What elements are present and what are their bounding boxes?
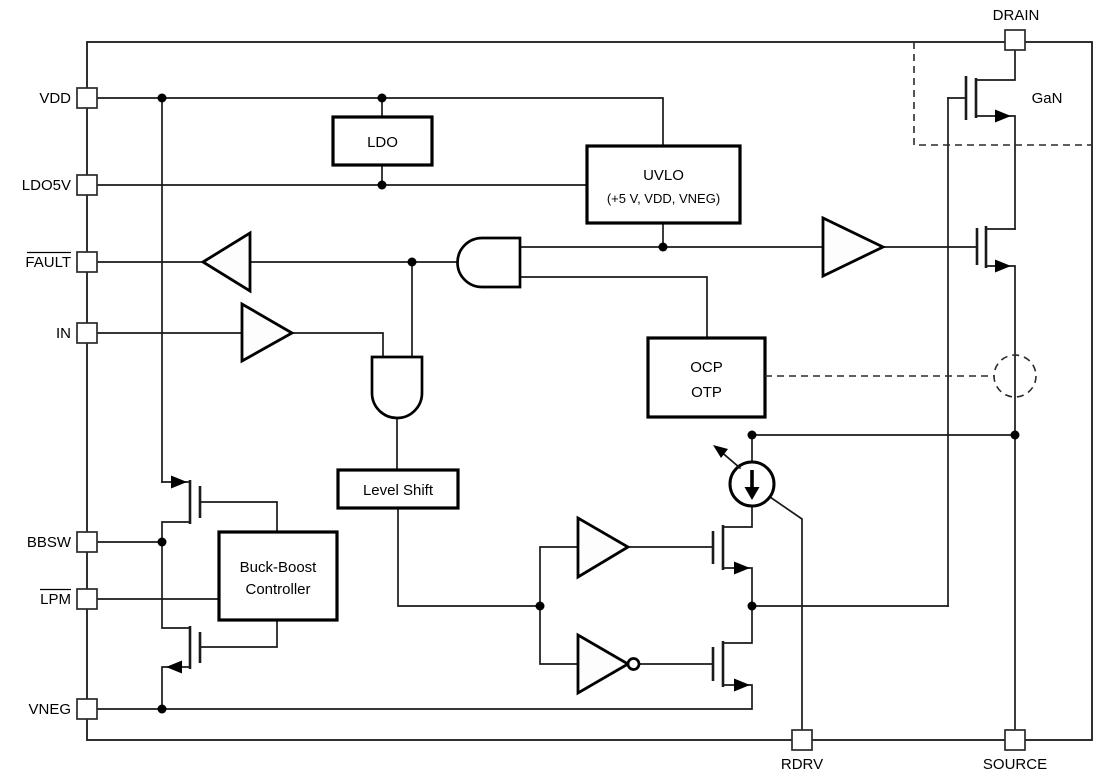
label-bbsw: BBSW xyxy=(27,534,72,551)
vdd-net xyxy=(96,97,664,147)
gate-drive-buffer xyxy=(821,215,887,279)
m6-drain-lead xyxy=(722,605,753,644)
pin-in xyxy=(76,322,98,344)
inverter-bubble xyxy=(626,657,641,671)
wires xyxy=(96,49,1016,731)
arrow-m4 xyxy=(995,259,1011,273)
buck-boost-label-2: Controller xyxy=(245,581,310,598)
source-rail xyxy=(985,265,1016,731)
buckboost-fet-top xyxy=(188,480,202,524)
mosfets xyxy=(188,76,988,687)
arrow-m2 xyxy=(166,660,182,674)
branch-down-wire xyxy=(539,605,579,665)
pin-drain xyxy=(1004,29,1026,51)
arrow-m1 xyxy=(171,475,187,489)
pin-vneg xyxy=(76,698,98,720)
pin-source xyxy=(1004,729,1026,751)
pulldown-inverter xyxy=(576,632,631,696)
gan-fet xyxy=(964,76,978,120)
label-vdd: VDD xyxy=(39,90,71,107)
block-labels: LDO UVLO (+5 V, VDD, VNEG) OCP OTP Level… xyxy=(240,90,1063,598)
gan-die-dashed-outline xyxy=(913,42,1092,146)
uvlo-title: UVLO xyxy=(643,167,684,184)
pin-vdd xyxy=(76,87,98,109)
vneg-net xyxy=(96,684,753,710)
m5-drain-lead xyxy=(722,505,753,528)
gan-source-lead xyxy=(975,115,1016,230)
buck-boost-block xyxy=(217,530,339,622)
branch-up-wire xyxy=(539,546,579,607)
label-fault: FAULT xyxy=(25,254,71,271)
chip-outline xyxy=(86,41,1093,741)
driver-fet-bottom xyxy=(711,641,725,687)
label-ldo5v: LDO5V xyxy=(22,177,71,194)
and-gate-input xyxy=(370,355,424,420)
buckboost-fet-bottom xyxy=(188,626,202,669)
m2-gate-lead xyxy=(199,619,278,648)
m2-bottom-lead xyxy=(161,666,191,710)
bbsw-rail xyxy=(161,541,191,629)
label-vneg: VNEG xyxy=(28,701,71,718)
mosfet-arrows xyxy=(166,109,1011,692)
pin-rdrv xyxy=(791,729,813,751)
current-source-arrow-head xyxy=(744,487,760,500)
gan-label: GaN xyxy=(1032,90,1063,107)
pullup-buffer xyxy=(576,515,631,580)
arrow-m5 xyxy=(734,561,750,575)
m5-source-lead xyxy=(722,567,753,607)
buck-boost-label-1: Buck-Boost xyxy=(240,559,318,576)
pin-labels: VDD LDO5V FAULT IN BBSW LPM VNEG DRAIN R… xyxy=(22,7,1047,773)
ocp-label: OCP xyxy=(690,359,723,376)
pin-bbsw xyxy=(76,531,98,553)
m1-bottom-lead xyxy=(161,521,191,543)
levelshift-out-wire xyxy=(397,507,541,607)
label-in: IN xyxy=(56,325,71,342)
label-lpm: LPM xyxy=(40,591,71,608)
variable-arrow-head xyxy=(713,445,728,458)
in-buffer-out-wire xyxy=(291,332,384,358)
ldo-block xyxy=(331,115,434,167)
arrow-m6 xyxy=(734,678,750,692)
fault-buffer xyxy=(200,230,252,294)
ocp-otp-block xyxy=(646,336,767,419)
pin-ldo5v xyxy=(76,174,98,196)
sync-fet xyxy=(975,226,988,268)
otp-label: OTP xyxy=(691,384,722,401)
label-source: SOURCE xyxy=(983,756,1047,773)
gan-drain-lead xyxy=(975,49,1016,81)
pin-terminals xyxy=(76,29,1026,751)
in-buffer xyxy=(240,301,295,364)
rdrv-wire xyxy=(768,495,803,731)
variable-current-source xyxy=(713,445,776,508)
ocp-fault-wire xyxy=(519,276,708,339)
and-gate-fault xyxy=(456,236,522,289)
m1-gate-lead xyxy=(199,501,278,533)
current-sense-circle xyxy=(993,354,1037,398)
level-shift-label: Level Shift xyxy=(363,482,434,499)
pin-fault xyxy=(76,251,98,273)
ldo-label: LDO xyxy=(367,134,398,151)
arrow-gan xyxy=(995,109,1011,123)
uvlo-block xyxy=(585,144,742,225)
label-drain: DRAIN xyxy=(993,7,1040,24)
pin-lpm xyxy=(76,588,98,610)
junction-dots xyxy=(157,93,1020,714)
driver-fet-top xyxy=(711,525,725,570)
uvlo-subtitle: (+5 V, VDD, VNEG) xyxy=(607,191,720,206)
label-rdrv: RDRV xyxy=(781,756,823,773)
level-shift-block xyxy=(336,468,460,510)
current-source-circle xyxy=(728,460,776,508)
